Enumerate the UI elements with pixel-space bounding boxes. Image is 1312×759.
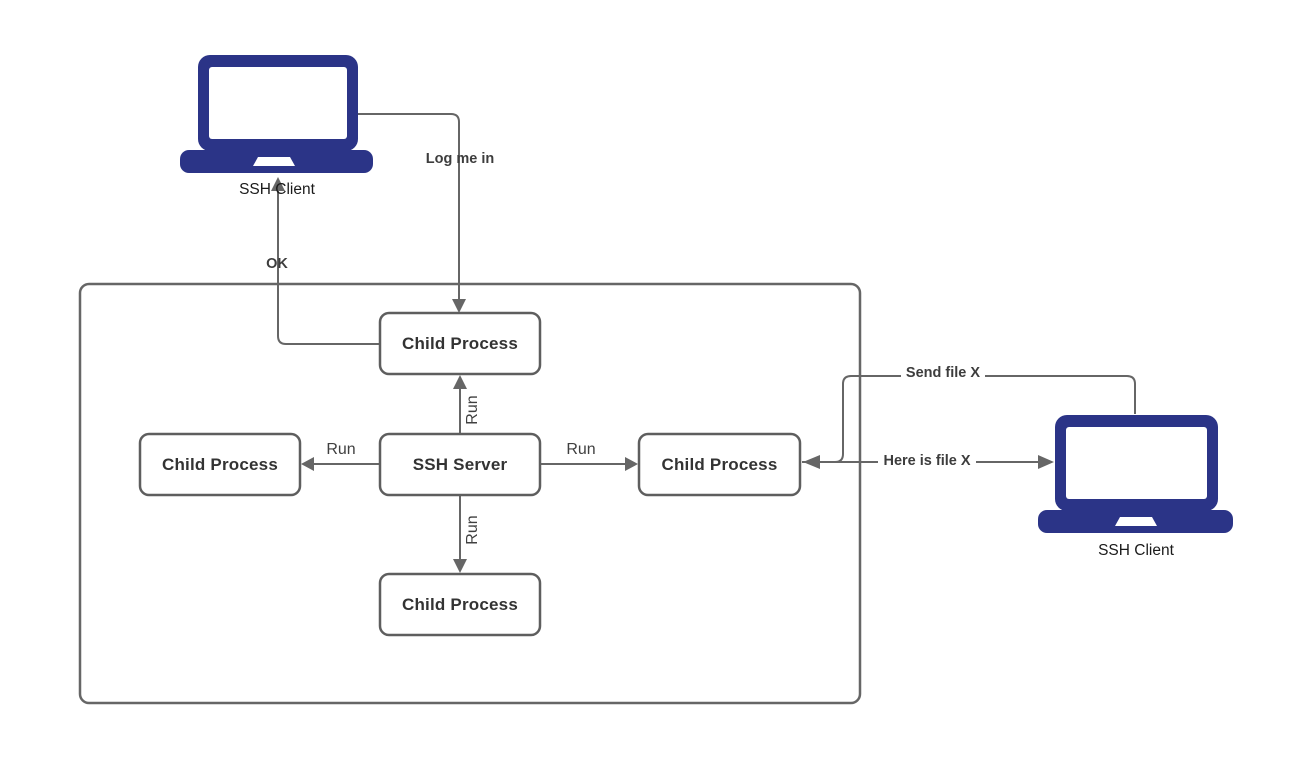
arrowhead-here-is-file [1038,455,1054,469]
arrowheads [271,177,1054,573]
node-child-process-right [637,432,802,497]
node-ssh-server [378,432,542,497]
arrowhead-run-up [453,375,467,389]
label-run-up: Run [464,395,481,425]
label-run-right: Run [566,441,596,458]
label-ok: OK [266,256,288,272]
label-here-is-file-x-text: Here is file X [878,453,976,469]
arrowhead-log-me-in [452,299,466,313]
label-here-is-file-x: Here is file X [852,453,1002,469]
arrowhead-send-file [803,455,820,469]
label-ssh-client-right: SSH Client [1098,542,1174,559]
arrowhead-run-down [453,559,467,573]
label-send-file-x-text: Send file X [900,365,986,381]
process-boxes [138,311,802,637]
server-host-container [78,282,862,705]
label-child-process-top: Child Process [402,333,518,353]
laptop-icon-right [1038,415,1233,533]
label-child-process-right: Child Process [661,454,778,474]
label-run-left: Run [326,441,356,458]
label-child-process-bottom: Child Process [402,594,518,614]
label-send-file-x: Send file X [868,365,1018,381]
node-child-process-top [378,311,542,376]
edge-send-file [820,375,1136,463]
edge-ok [277,191,380,345]
label-log-me-in: Log me in [425,151,495,167]
label-ssh-server: SSH Server [412,454,508,474]
label-ssh-client-left: SSH Client [239,181,315,198]
arrowhead-ok [271,177,285,191]
arrowhead-run-right [625,457,638,471]
label-child-process-left: Child Process [162,454,278,474]
node-child-process-bottom [378,572,542,637]
edge-log-me-in [358,113,460,301]
label-run-down: Run [464,515,481,545]
laptop-icon-left [180,55,373,173]
node-child-process-left [138,432,302,497]
arrowhead-run-left [301,457,314,471]
